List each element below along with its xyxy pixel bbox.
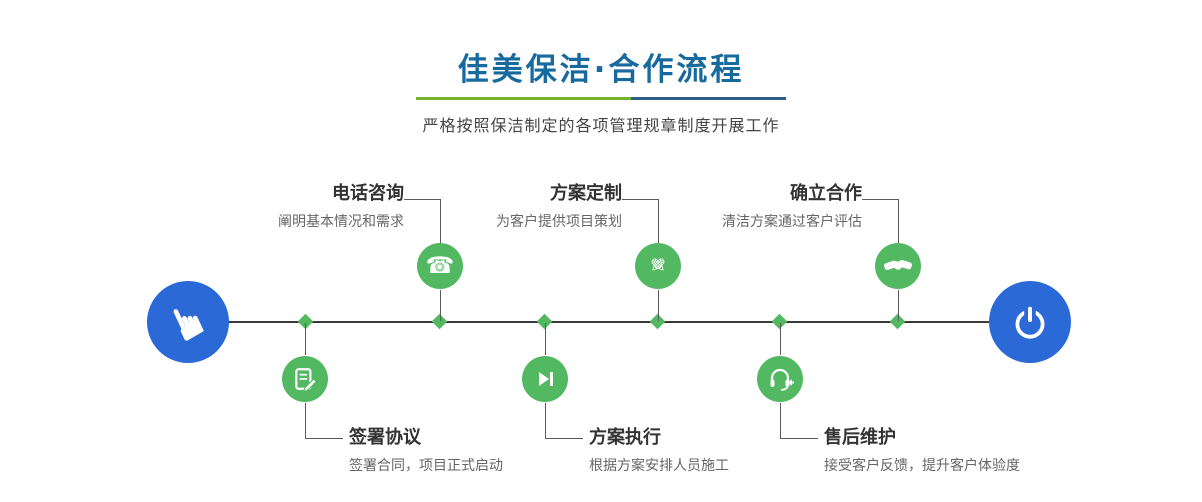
step-description: 阐明基本情况和需求 — [278, 214, 404, 230]
power-icon — [1015, 305, 1045, 339]
page-title: 佳美保洁·合作流程 — [457, 52, 745, 88]
step-description: 为客户提供项目策划 — [496, 214, 622, 230]
page-subtitle: 严格按照保洁制定的各项管理规章制度开展工作 — [422, 116, 780, 135]
connector-line — [780, 438, 818, 439]
handshake-icon — [884, 259, 912, 271]
connector-line — [898, 199, 899, 243]
aftersale-headset-icon — [770, 368, 794, 391]
step-label-cooperation: 确立合作 清洁方案通过客户评估 — [722, 184, 862, 231]
step-title: 电话咨询 — [332, 183, 404, 204]
step-node-phone: ☎ — [417, 243, 463, 289]
timeline-start-endpoint: ☛ — [147, 281, 229, 363]
connector-line — [622, 199, 658, 200]
design-pencil-icon: ✎✎ — [650, 255, 666, 277]
connector-line — [658, 290, 659, 321]
step-node-aftersale — [757, 356, 803, 402]
connector-line — [862, 199, 898, 200]
connector-line — [440, 290, 441, 321]
connector-line — [305, 403, 306, 438]
step-description: 清洁方案通过客户评估 — [722, 214, 862, 230]
step-description: 根据方案安排人员施工 — [589, 458, 729, 474]
connector-line — [780, 403, 781, 438]
step-node-cooperation — [875, 243, 921, 289]
connector-line — [780, 323, 781, 355]
connector-line — [305, 438, 343, 439]
step-label-aftersale: 售后维护 接受客户反馈，提升客户体验度 — [824, 428, 1020, 475]
step-label-contract: 签署协议 签署合同，项目正式启动 — [349, 428, 503, 475]
connector-line — [305, 323, 306, 355]
connector-line — [545, 438, 583, 439]
title-divider — [416, 97, 786, 100]
step-label-design: 方案定制 为客户提供项目策划 — [496, 184, 622, 231]
step-label-execute: 方案执行 根据方案安排人员施工 — [589, 428, 729, 475]
timeline-line — [188, 321, 1032, 323]
phone-icon: ☎ — [425, 252, 455, 279]
step-label-phone: 电话咨询 阐明基本情况和需求 — [278, 184, 404, 231]
step-title: 签署协议 — [349, 427, 421, 448]
step-title: 方案执行 — [589, 427, 661, 448]
connector-line — [898, 290, 899, 321]
contract-sign-icon — [295, 368, 318, 392]
divider-green-segment — [416, 97, 631, 100]
connector-line — [440, 199, 441, 243]
step-node-execute — [522, 356, 568, 402]
execute-play-icon — [539, 372, 553, 386]
step-node-design: ✎✎ — [635, 243, 681, 289]
step-description: 签署合同，项目正式启动 — [349, 458, 503, 474]
step-description: 接受客户反馈，提升客户体验度 — [824, 458, 1020, 474]
timeline-end-endpoint — [989, 281, 1071, 363]
hand-pointer-icon: ☛ — [154, 291, 222, 353]
step-title: 确立合作 — [790, 183, 862, 204]
connector-line — [545, 323, 546, 355]
step-title: 售后维护 — [824, 427, 896, 448]
divider-blue-segment — [630, 97, 786, 100]
connector-line — [545, 403, 546, 438]
connector-line — [658, 199, 659, 243]
step-node-contract — [282, 356, 328, 402]
step-title: 方案定制 — [550, 183, 622, 204]
connector-line — [404, 199, 440, 200]
